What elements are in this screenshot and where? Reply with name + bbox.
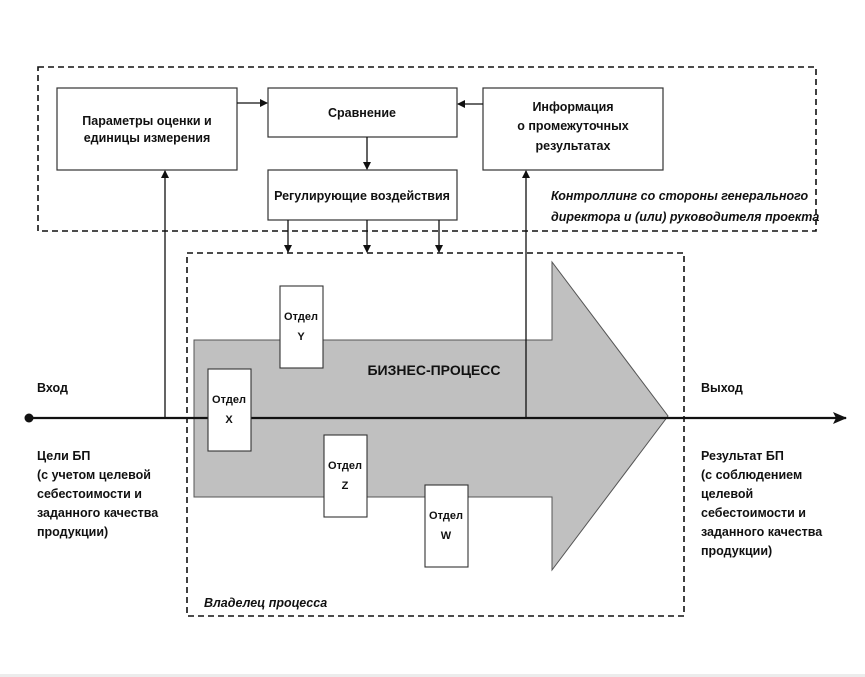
input-title: Вход — [37, 381, 68, 395]
info-box: Информация о промежуточных результатах — [482, 87, 664, 171]
input-description-line: (с учетом целевой — [37, 468, 151, 482]
controlling-caption-line-1: Контроллинг со стороны генерального — [551, 189, 809, 203]
input-point — [24, 413, 34, 423]
department-w-letter: W — [441, 530, 452, 542]
output-description-line: целевой — [701, 487, 753, 501]
params-box-line-1: Параметры оценки и — [82, 114, 211, 128]
params-box-line-2: единицы измерения — [84, 131, 211, 145]
output-description-line: заданного качества — [701, 525, 823, 539]
department-z-label: Отдел — [328, 460, 362, 472]
input-description-line: заданного качества — [37, 506, 159, 520]
department-y-label: Отдел — [284, 311, 318, 323]
regulate-box-label: Регулирующие воздействия — [274, 189, 450, 203]
business-process-label: БИЗНЕС-ПРОЦЕСС — [367, 362, 500, 378]
business-process-arrow — [193, 260, 669, 572]
department-y-letter: Y — [297, 331, 305, 343]
input-description-line: себестоимости и — [37, 487, 142, 501]
output-description-line: (с соблюдением — [701, 468, 802, 482]
output-title: Выход — [701, 381, 743, 395]
department-w: Отдел W — [424, 484, 469, 568]
input-description-line: продукции) — [37, 525, 108, 539]
controlling-frame — [37, 66, 817, 232]
output-description-line: себестоимости и — [701, 506, 806, 520]
regulate-box: Регулирующие воздействия — [267, 169, 458, 221]
output-description: Результат БП (с соблюдением целевой себе… — [701, 449, 823, 558]
department-x: Отдел X — [207, 368, 252, 452]
input-description-line: Цели БП — [37, 449, 90, 463]
output-description-line: продукции) — [701, 544, 772, 558]
info-box-line-3: результатах — [536, 139, 611, 153]
compare-box-label: Сравнение — [328, 106, 396, 120]
department-x-letter: X — [225, 414, 233, 426]
params-box: Параметры оценки и единицы измерения — [56, 87, 238, 171]
info-box-line-1: Информация — [532, 100, 613, 114]
footer-bar — [0, 674, 865, 677]
department-z: Отдел Z — [323, 434, 368, 518]
controlling-caption-line-2: директора и (или) руководителя проекта — [551, 210, 819, 224]
output-description-line: Результат БП — [701, 449, 784, 463]
department-y: Отдел Y — [279, 285, 324, 369]
department-x-label: Отдел — [212, 394, 246, 406]
input-description: Цели БП (с учетом целевой себестоимости … — [37, 449, 159, 539]
info-box-line-2: о промежуточных — [517, 119, 629, 133]
department-z-letter: Z — [342, 480, 349, 492]
department-w-label: Отдел — [429, 510, 463, 522]
process-owner-caption: Владелец процесса — [204, 596, 327, 610]
compare-box: Сравнение — [267, 87, 458, 138]
